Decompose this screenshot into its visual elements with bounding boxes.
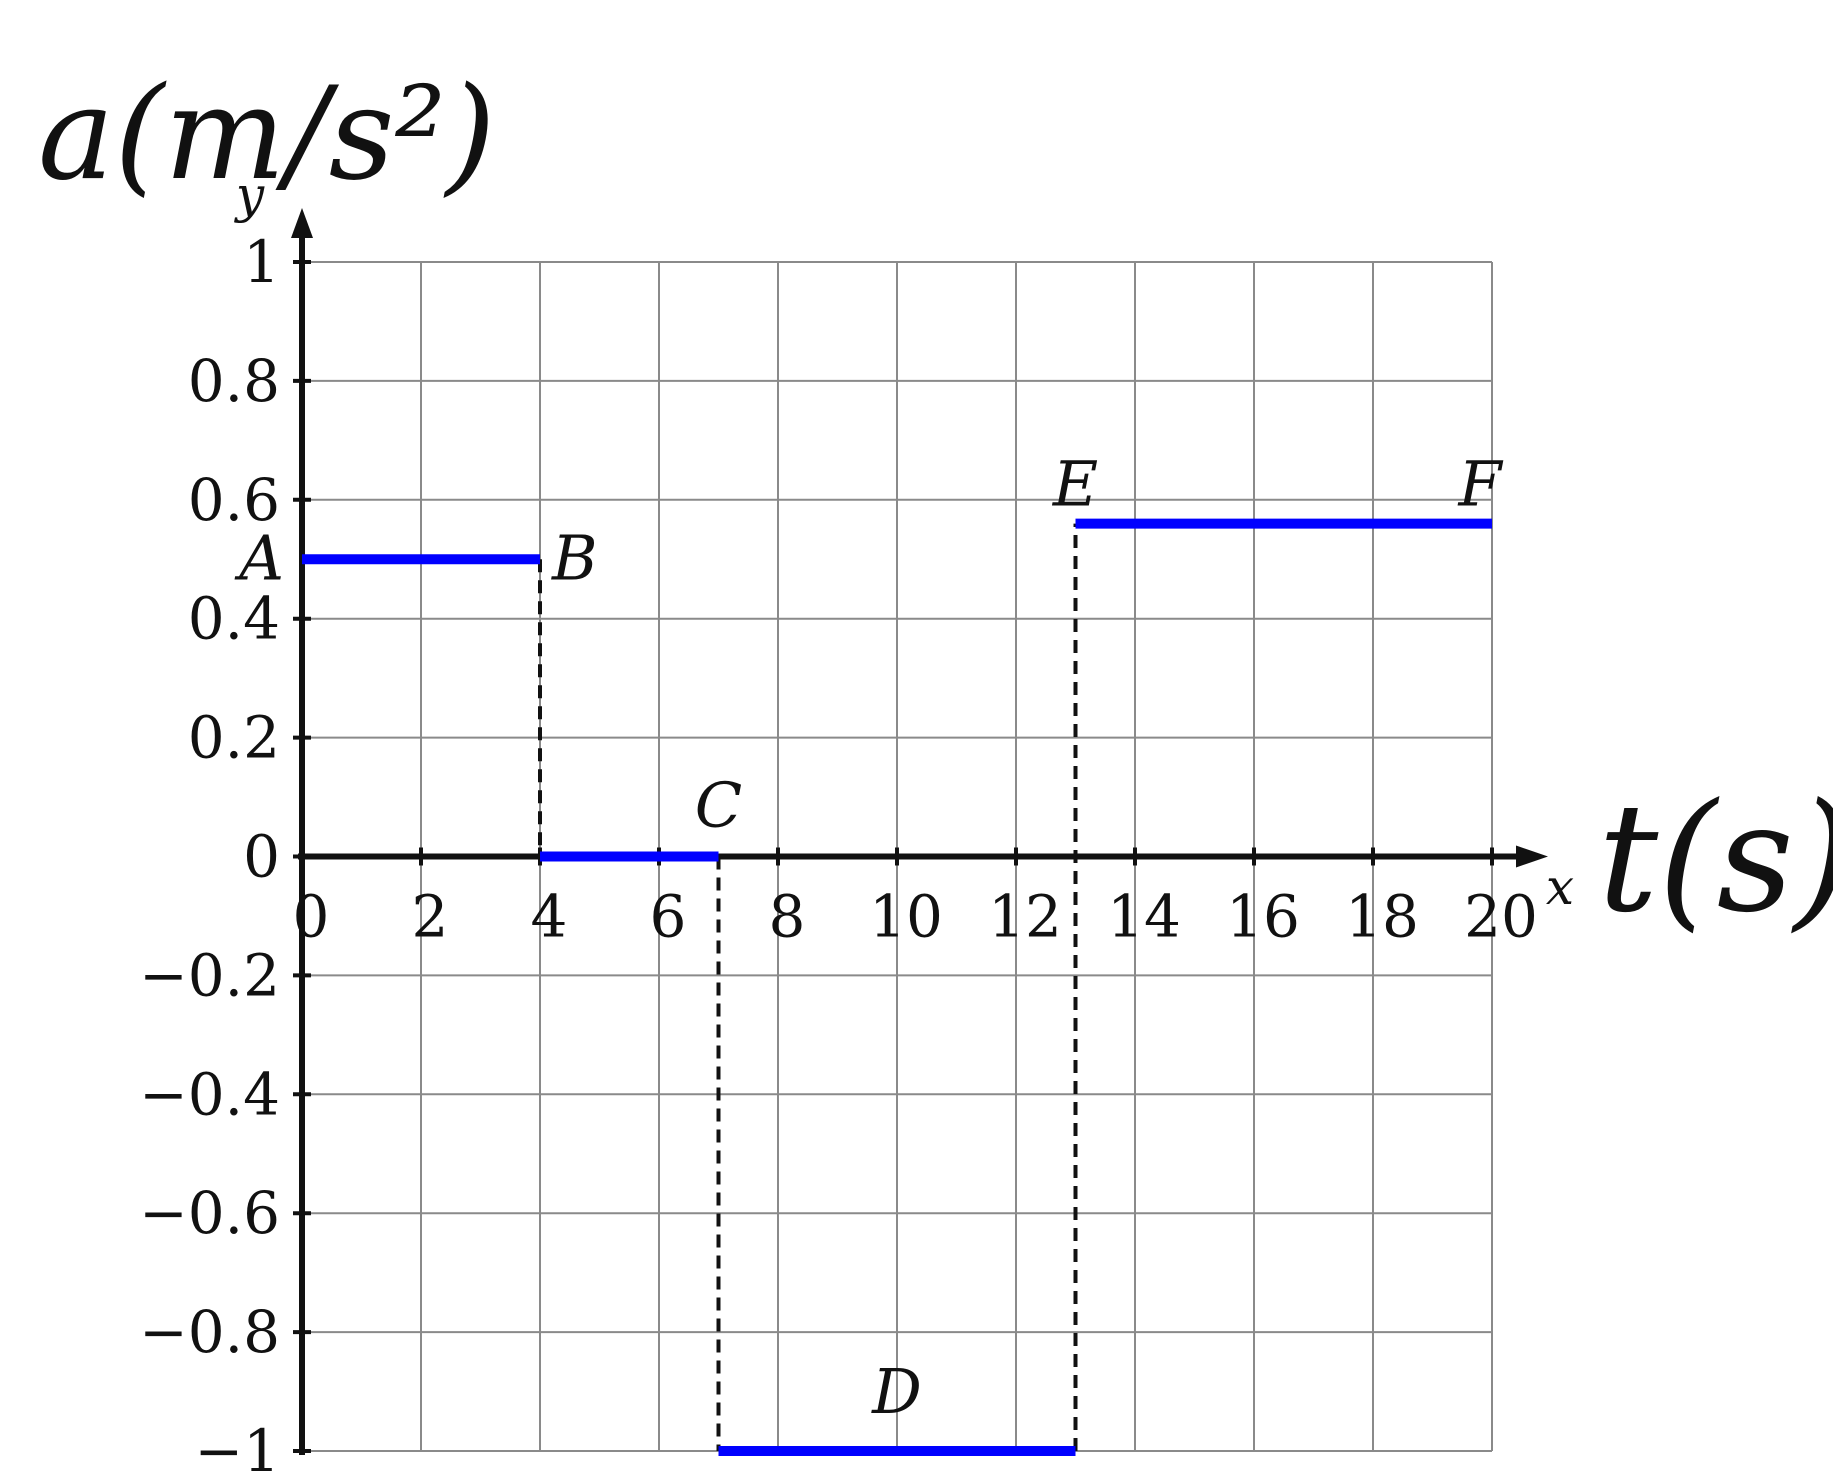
- x-tick-label: 2: [412, 883, 449, 951]
- x-tick-label: 0: [293, 883, 330, 951]
- x-tick-label: 20: [1464, 883, 1538, 951]
- x-axis-title: t(s): [1598, 772, 1833, 946]
- x-tick-label: 16: [1226, 883, 1300, 951]
- axis-labels: a(m/s²) t(s) y x: [38, 60, 1833, 946]
- y-axis-arrowhead: [291, 208, 313, 238]
- point-label-a: A: [234, 521, 284, 594]
- acceleration-segments: [302, 518, 1492, 1456]
- y-tick-label: −0.2: [139, 941, 280, 1009]
- y-axis-marker: y: [234, 166, 265, 224]
- point-label-c: C: [695, 769, 742, 842]
- point-label-e: E: [1052, 448, 1098, 521]
- y-tick-label: −0.6: [139, 1179, 280, 1247]
- x-tick-label: 12: [988, 883, 1062, 951]
- y-tick-label: 0.2: [188, 704, 280, 772]
- x-tick-label: 18: [1345, 883, 1419, 951]
- grid: [301, 261, 1493, 1452]
- point-label-f: F: [1457, 448, 1503, 521]
- x-axis-marker: x: [1546, 858, 1574, 916]
- y-tick-label: 0.6: [188, 466, 280, 534]
- y-tick-label: −1: [195, 1417, 281, 1483]
- tick-marks: [293, 260, 1494, 1453]
- y-axis-title: a(m/s²): [38, 60, 496, 209]
- point-label-b: B: [551, 521, 598, 594]
- point-labels: A B C D E F: [234, 448, 1503, 1428]
- y-tick-label: 1: [243, 228, 280, 296]
- x-tick-label: 8: [769, 883, 806, 951]
- x-tick-label: 6: [650, 883, 687, 951]
- x-tick-label: 14: [1107, 883, 1181, 951]
- axes: [291, 208, 1548, 1455]
- y-tick-label: 0.8: [188, 347, 280, 415]
- x-tick-label: 10: [869, 883, 943, 951]
- point-label-d: D: [871, 1355, 922, 1428]
- y-tick-label: −0.8: [139, 1298, 280, 1366]
- x-axis-arrowhead: [1516, 845, 1548, 868]
- dashed-connectors: [538, 523, 1078, 1451]
- x-tick-label: 4: [531, 883, 568, 951]
- y-tick-label: −0.4: [139, 1060, 280, 1128]
- y-tick-label: 0.4: [188, 585, 280, 653]
- y-tick-label: 0: [243, 823, 280, 891]
